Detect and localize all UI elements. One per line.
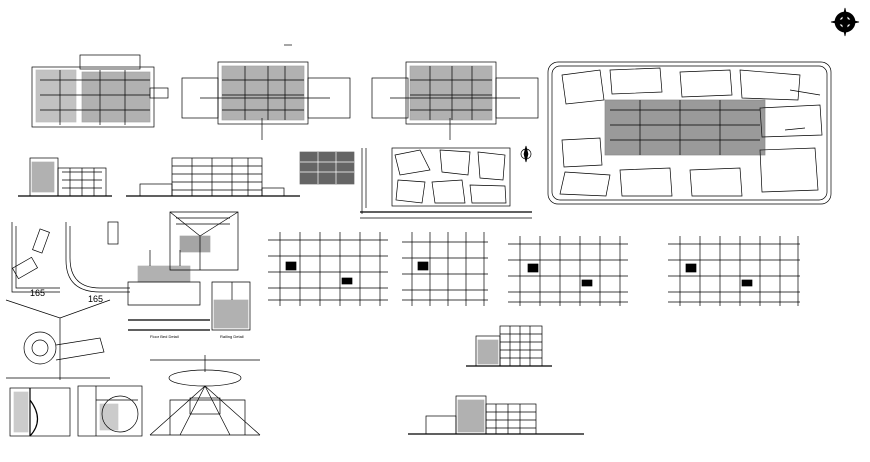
dimension-label-1: 165 <box>30 288 45 298</box>
floor-plan-3 <box>371 61 539 140</box>
interior-perspective <box>169 211 239 271</box>
road-plan <box>360 145 532 219</box>
floor-plan-2 <box>181 61 351 140</box>
floor-bed-detail: Floor Bed Detail <box>127 250 210 339</box>
caption-floor-bed: Floor Bed Detail <box>150 334 179 339</box>
small-unit-plan <box>299 151 355 185</box>
site-plan <box>547 61 832 205</box>
front-elevation-2 <box>408 395 584 435</box>
front-elevation-1 <box>466 325 552 367</box>
dimension-label-2: 165 <box>88 294 103 304</box>
structural-grid-4 <box>668 236 800 306</box>
corner-detail-2: 165 <box>65 221 130 304</box>
caption-railing: Railing Detail <box>220 334 244 339</box>
wall-detail-1 <box>9 387 71 437</box>
elevation-small <box>18 157 112 197</box>
structural-grid-2 <box>402 232 488 306</box>
structural-grid-3 <box>508 236 628 306</box>
structural-grid-1 <box>268 232 388 306</box>
canopy-perspective <box>149 355 261 436</box>
wall-detail-2 <box>77 385 143 437</box>
floor-plan-1 <box>31 54 169 128</box>
north-arrow-icon <box>830 7 860 37</box>
building-section <box>126 157 300 197</box>
mri-machine-drawing <box>5 299 111 380</box>
railing-detail: Railing Detail <box>211 281 251 339</box>
corner-detail-1: 165 <box>11 222 60 298</box>
